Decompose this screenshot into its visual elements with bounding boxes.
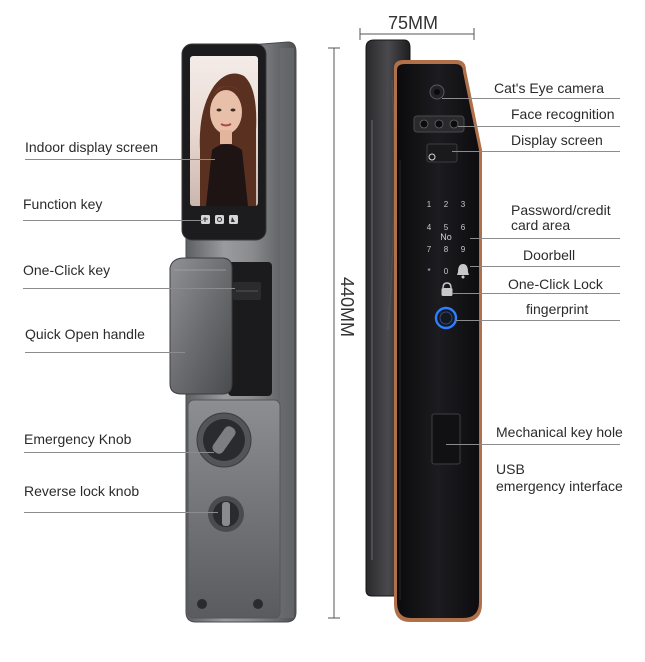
label-face-recognition: Face recognition — [511, 106, 615, 122]
reverse-lock-knob[interactable] — [208, 496, 244, 532]
keypad-key[interactable]: 9 — [461, 245, 466, 254]
leader-line — [446, 444, 620, 445]
label-one-click-lock: One-Click Lock — [508, 276, 603, 292]
leader-line — [470, 266, 620, 267]
function-keys — [201, 215, 238, 224]
keypad-key[interactable]: 6 — [461, 223, 466, 232]
leader-line — [25, 159, 215, 160]
indoor-unit — [169, 41, 297, 623]
emergency-knob[interactable] — [196, 412, 252, 468]
bell-icon[interactable] — [457, 264, 469, 279]
display-portrait-image — [199, 73, 257, 207]
keypad-key[interactable]: 7 — [427, 245, 432, 254]
height-dimension-label: 440MM — [337, 277, 357, 338]
screw — [253, 599, 263, 609]
label-mechanical-key-hole: Mechanical key hole — [496, 424, 623, 440]
leader-line — [23, 220, 203, 221]
label-indoor-display-screen: Indoor display screen — [25, 139, 159, 155]
label-one-click-key: One-Click key — [23, 262, 111, 278]
label-reverse-lock-knob: Reverse lock knob — [24, 483, 140, 499]
label-card-area: card area — [511, 217, 571, 233]
label-quick-open-handle: Quick Open handle — [25, 326, 145, 342]
fingerprint-sensor-icon[interactable] — [434, 306, 458, 330]
keypad: 1 2 3 4 5 6 7 8 9 * 0 # No — [427, 200, 466, 276]
padlock-icon[interactable] — [441, 282, 453, 296]
function-key-2[interactable] — [215, 215, 224, 224]
label-function-key: Function key — [23, 196, 103, 212]
nfc-mark: No — [440, 232, 452, 242]
leader-line — [442, 98, 620, 99]
keypad-key[interactable]: 3 — [461, 200, 466, 209]
width-dimension-label: 75MM — [388, 13, 439, 33]
leader-line — [24, 452, 214, 453]
mechanical-key-hole[interactable] — [431, 413, 461, 465]
leader-line — [25, 352, 185, 353]
leader-line — [456, 320, 620, 321]
leader-line — [24, 512, 218, 513]
leader-line — [458, 126, 620, 127]
label-usb-emergency-interface: emergency interface — [496, 478, 623, 494]
keypad-key[interactable]: 8 — [444, 245, 449, 254]
leader-line — [452, 151, 620, 152]
face-recognition-module — [413, 115, 465, 133]
label-fingerprint: fingerprint — [526, 301, 589, 317]
leader-line — [23, 288, 235, 289]
keypad-key[interactable]: * — [427, 267, 430, 276]
keypad-key[interactable]: 0 — [444, 267, 449, 276]
outdoor-display-screen — [426, 143, 458, 163]
label-usb: USB — [496, 461, 525, 477]
keypad-key[interactable]: 5 — [444, 223, 449, 232]
leader-line — [452, 293, 620, 294]
label-display-screen: Display screen — [511, 132, 603, 148]
quick-open-handle[interactable] — [169, 257, 233, 395]
label-doorbell: Doorbell — [523, 247, 576, 263]
keypad-key[interactable]: 4 — [427, 223, 432, 232]
label-password-credit: Password/credit — [511, 202, 611, 218]
keypad-key[interactable]: 2 — [444, 200, 449, 209]
outdoor-unit: 1 2 3 4 5 6 7 8 9 * 0 # No — [365, 39, 482, 622]
leader-line — [470, 238, 620, 239]
screw — [197, 599, 207, 609]
keypad-key[interactable]: 1 — [427, 200, 432, 209]
label-emergency-knob: Emergency Knob — [24, 431, 132, 447]
dimension-lines — [328, 28, 475, 619]
label-cats-eye-camera: Cat's Eye camera — [494, 80, 605, 96]
